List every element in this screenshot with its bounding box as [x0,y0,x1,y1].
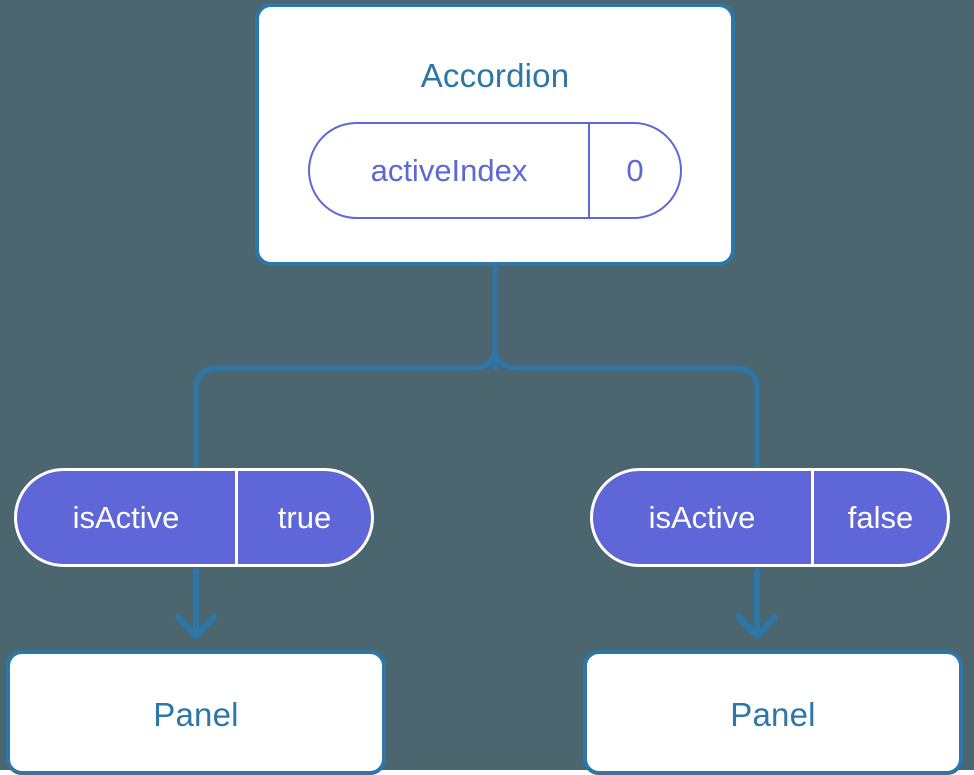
prop-pill-is-active-false[interactable]: isActive false [590,468,950,567]
prop-pill-is-active-true-value: true [277,499,332,535]
tree-connector-path [193,263,760,471]
arrow-down-right [736,568,778,639]
prop-pill-active-index-value: 0 [626,152,644,188]
accordion-title: Accordion [420,57,570,94]
prop-pill-is-active-false-key: isActive [593,471,814,564]
prop-pill-is-active-true[interactable]: isActive true [14,468,374,567]
prop-pill-active-index-key: activeIndex [310,124,590,217]
prop-pill-active-index[interactable]: activeIndex 0 [308,122,682,219]
panel-title-right: Panel [730,696,816,733]
prop-pill-is-active-false-value: false [847,499,914,535]
prop-pill-is-active-true-key: isActive [17,471,238,564]
panel-component-card-left[interactable]: Panel [6,650,386,775]
panel-component-card-right[interactable]: Panel [583,650,963,775]
arrow-down-left [175,568,217,639]
panel-title-left: Panel [153,696,239,733]
